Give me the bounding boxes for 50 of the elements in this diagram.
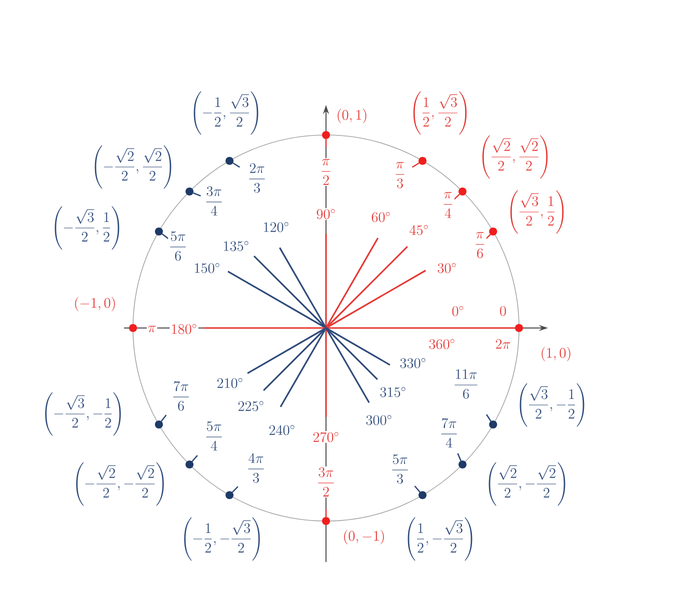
degree-label: $240^\circ$	[268, 424, 296, 436]
coordinate-label: $\left(\frac{\sqrt{3}}{2},\frac{1}{2}\right)$	[506, 189, 568, 235]
coordinate-label: $\left(-\frac{\sqrt{3}}{2},-\frac{1}{2}\right)$	[40, 391, 126, 437]
degree-label: $150^\circ$	[192, 262, 222, 274]
coordinate-label: $\left(-\frac{1}{2},-\frac{\sqrt{3}}{2}\right)$	[180, 516, 264, 562]
angle-label: $\frac{7\pi}{6}$	[171, 380, 191, 412]
coordinate-label: $\left(\frac{\sqrt{3}}{2},-\frac{1}{2}\right)$	[515, 382, 589, 428]
angle-label: $\frac{4\pi}{3}$	[246, 452, 266, 484]
angle-label: $\frac{\pi}{2}$	[320, 158, 332, 186]
degree-label: $45^\circ$	[408, 224, 430, 236]
degree-label: $225^\circ$	[236, 400, 266, 412]
degree-label: $210^\circ$	[216, 377, 244, 389]
coordinate-label: $\left(-\frac{\sqrt{2}}{2},\frac{\sqrt{2}}{2}\right)$	[90, 144, 176, 190]
angle-label: $0$	[498, 305, 508, 317]
coordinate-label: $(1,0)$	[539, 346, 573, 362]
degree-label: $120^\circ$	[262, 221, 290, 233]
coordinate-label: $\left(-\frac{1}{2},\frac{\sqrt{3}}{2}\right)$	[189, 90, 263, 136]
degree-label: $300^\circ$	[364, 414, 394, 426]
coordinate-label: $\left(\frac{\sqrt{2}}{2},\frac{\sqrt{2}}{2}\right)$	[478, 134, 552, 180]
angle-label: $2\pi$	[494, 338, 512, 350]
angle-label: $\frac{\pi}{6}$	[474, 231, 486, 259]
angle-label: $\frac{3\pi}{4}$	[204, 186, 224, 216]
angle-label: $\frac{5\pi}{3}$	[390, 454, 410, 484]
coordinate-label: $\left(\frac{1}{2},\frac{\sqrt{3}}{2}\right)$	[409, 90, 472, 136]
degree-label: $135^\circ$	[222, 240, 250, 252]
degree-label: $270^\circ$	[312, 431, 340, 443]
degree-label: $360^\circ$	[428, 338, 456, 350]
angle-label: $\frac{\pi}{3}$	[394, 161, 406, 189]
angle-label: $\frac{7\pi}{4}$	[439, 418, 459, 448]
degree-label: $330^\circ$	[398, 357, 428, 369]
angle-label: $\frac{3\pi}{2}$	[316, 466, 336, 498]
coordinate-label: $\left(-\frac{\sqrt{2}}{2},-\frac{\sqrt{2}}{2}\right)$	[72, 461, 168, 507]
coordinate-label: $\left(\frac{\sqrt{2}}{2},-\frac{\sqrt{2}}{2}\right)$	[484, 461, 570, 507]
angle-label: $\frac{5\pi}{6}$	[168, 230, 188, 262]
angle-label: $\frac{\pi}{4}$	[442, 191, 454, 219]
angle-label: $\frac{5\pi}{4}$	[204, 420, 224, 452]
degree-label: $90^\circ$	[315, 208, 337, 220]
degree-label: $315^\circ$	[378, 386, 408, 398]
angle-label: $\frac{2\pi}{3}$	[247, 162, 267, 194]
degree-label: $60^\circ$	[370, 211, 392, 223]
degree-label: $180^\circ$	[170, 323, 198, 335]
coordinate-label: $(0,-1)$	[342, 528, 386, 546]
angle-label: $\pi$	[146, 324, 158, 334]
coordinate-label: $\left(\frac{1}{2},-\frac{\sqrt{3}}{2}\right)$	[403, 516, 477, 562]
coordinate-label: $(0,1)$	[335, 108, 369, 124]
coordinate-label: $\left(-\frac{\sqrt{3}}{2},\frac{1}{2}\right)$	[50, 205, 124, 251]
degree-label: $0^\circ$	[450, 305, 466, 317]
degree-label: $30^\circ$	[436, 262, 458, 274]
angle-label: $\frac{11\pi}{6}$	[452, 368, 480, 400]
coordinate-label: $(-1,0)$	[72, 296, 118, 312]
